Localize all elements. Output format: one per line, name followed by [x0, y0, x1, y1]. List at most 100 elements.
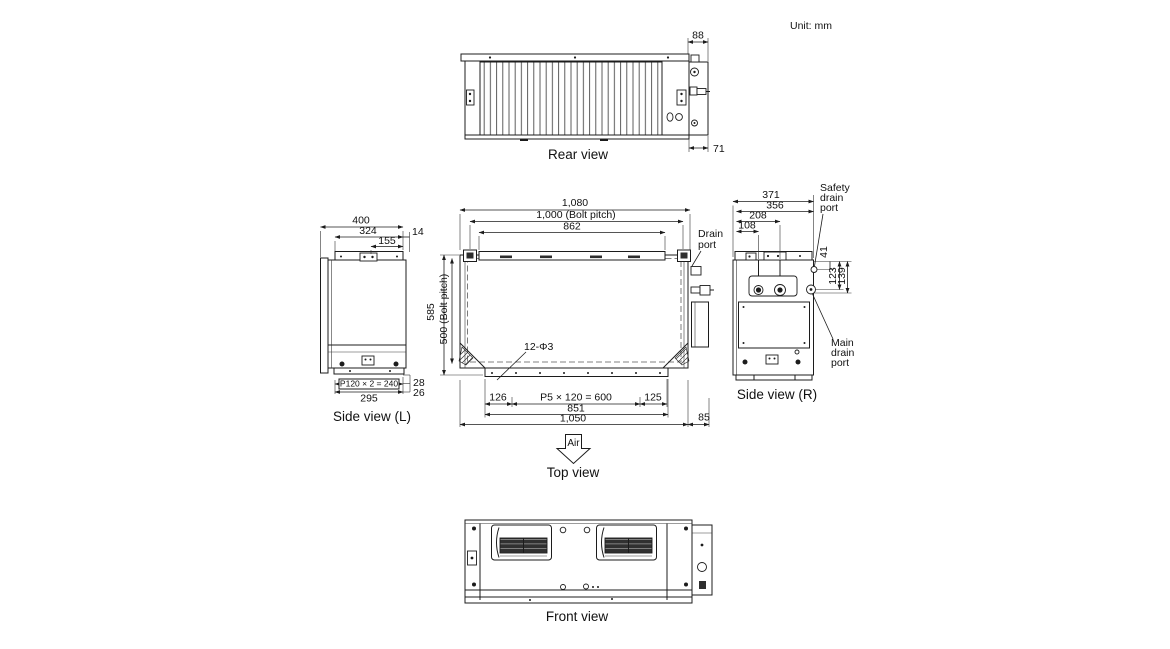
- safety-drain-port: [810, 266, 818, 273]
- dim-label: P5 × 120 = 600: [540, 392, 612, 404]
- top-dim-1080: 1,080: [459, 197, 691, 250]
- rear-view: 88 71 Rear view: [460, 30, 725, 162]
- dim-label: 1,000 (Bolt pitch): [536, 209, 615, 221]
- dim-label: 26: [413, 387, 425, 399]
- holes-label: 12-Φ3: [524, 341, 554, 353]
- valve-fitting: [689, 86, 698, 96]
- side-box: [691, 301, 709, 348]
- foot-bolt: [393, 361, 399, 367]
- drain-port-label-line2: port: [698, 239, 716, 251]
- dim-label: 155: [378, 235, 396, 247]
- safety-drain-callout: Safety drain port: [814, 182, 851, 267]
- dim-label: 28: [413, 377, 425, 389]
- dim-label: 14: [412, 226, 424, 238]
- front-view-body: [464, 519, 713, 604]
- side-r-dim-208: 208: [736, 210, 781, 259]
- dim-label: 123: [827, 267, 839, 285]
- rear-dim-71: 71: [688, 136, 725, 155]
- top-dim-1000: 1,000 (Bolt pitch): [469, 209, 684, 249]
- dim-label: 139: [836, 267, 848, 285]
- drain-port-fitting: [690, 266, 702, 276]
- corner-gusset-left: [458, 346, 474, 366]
- main-drain-label-line3: port: [831, 357, 849, 369]
- side-r-dim-356: 356: [736, 200, 814, 214]
- dim-label: 126: [489, 392, 507, 404]
- side-l-dim-155: 155: [370, 235, 404, 254]
- front-view-label: Front view: [546, 609, 609, 624]
- side-r-right-dims: 41 123 139: [813, 246, 852, 294]
- dim-label: 851: [567, 403, 585, 415]
- safety-drain-label-line3: port: [820, 202, 838, 214]
- side-view-right-label: Side view (R): [737, 387, 817, 402]
- side-view-right: 371 356 208 108 41 123 139: [732, 182, 855, 402]
- side-r-dim-371: 371: [732, 189, 814, 258]
- dim-label: 85: [698, 412, 710, 424]
- side-view-left-label: Side view (L): [333, 409, 411, 424]
- corner-cut-right: [662, 342, 689, 369]
- main-drain-callout: Main drain port: [812, 293, 855, 369]
- top-view-body: [458, 249, 714, 377]
- air-label: Air: [567, 438, 580, 449]
- dim-label: 356: [766, 200, 784, 212]
- air-flow-arrow: Air: [555, 434, 592, 465]
- access-panel: [738, 301, 810, 349]
- dim-label: 295: [360, 393, 378, 405]
- side-l-dim-14: 14: [403, 226, 424, 252]
- hidden-outline: [467, 258, 682, 363]
- corner-gusset-right: [674, 346, 690, 366]
- refrigerant-pipe: [690, 286, 701, 294]
- top-dim-851: 851: [484, 379, 669, 418]
- top-view-label: Top view: [547, 465, 600, 480]
- safety-drain-label-line2: drain: [820, 192, 844, 204]
- side-view-left: 400 324 155 14 P120 × 2 = 240 295: [320, 215, 425, 424]
- drain-port-label-line1: Drain: [698, 228, 723, 240]
- main-drain-label-line1: Main: [831, 337, 854, 349]
- drain-port-callout: Drain port: [691, 228, 723, 267]
- bottom-flange: [484, 367, 669, 377]
- coil-fins: [479, 61, 663, 137]
- front-right-box: [691, 524, 713, 596]
- dim-label: 108: [738, 220, 756, 232]
- rear-view-body: [460, 53, 710, 141]
- top-dim-1050: 1,050: [459, 380, 689, 427]
- side-l-dim-295: 295: [334, 377, 404, 405]
- foot-bolt: [339, 361, 345, 367]
- main-drain-label-line2: drain: [831, 347, 855, 359]
- side-r-dim-108: 108: [736, 220, 759, 259]
- dim-label: 71: [713, 143, 725, 155]
- dim-label: 585: [425, 303, 437, 321]
- dim-label: 1,080: [562, 197, 588, 209]
- dim-label: 208: [749, 210, 767, 222]
- foot-bolt: [742, 359, 748, 365]
- front-view: Front view: [464, 519, 713, 624]
- foot-bolt: [795, 359, 801, 365]
- rear-view-label: Rear view: [548, 147, 608, 162]
- dim-label: 1,050: [560, 413, 586, 425]
- dim-label: P120 × 2 = 240: [340, 379, 398, 389]
- side-r-body: [732, 251, 818, 381]
- side-l-dims-28-26: 28 26: [403, 374, 425, 399]
- dim-label: 371: [762, 189, 780, 201]
- side-l-dim-pitch: P120 × 2 = 240: [334, 378, 404, 390]
- fan-inlet-right: [596, 524, 657, 561]
- dim-label: 324: [359, 225, 377, 237]
- top-dim-bottom-row: 126 P5 × 120 = 600 125: [484, 379, 668, 418]
- holes-callout: 12-Φ3: [496, 341, 554, 381]
- corner-cut-left: [459, 342, 486, 369]
- top-dim-862: 862: [478, 221, 666, 250]
- side-l-body: [320, 251, 407, 375]
- top-dim-85: 85: [687, 398, 710, 427]
- top-view: 1,080 1,000 (Bolt pitch) 862 585 500 (Bo…: [425, 197, 723, 480]
- side-l-dim-324: 324: [334, 225, 404, 251]
- dim-label: 500 (Bolt pitch): [438, 274, 450, 345]
- dim-label: 41: [818, 246, 830, 258]
- unit-note: Unit: mm: [790, 20, 832, 32]
- top-dim-500: 500 (Bolt pitch): [438, 258, 454, 364]
- dim-label: 862: [563, 221, 581, 233]
- dim-label: 88: [692, 30, 704, 42]
- rear-flange-plate: [478, 251, 666, 261]
- dim-label: 400: [352, 215, 370, 227]
- fan-inlet-left: [491, 524, 552, 561]
